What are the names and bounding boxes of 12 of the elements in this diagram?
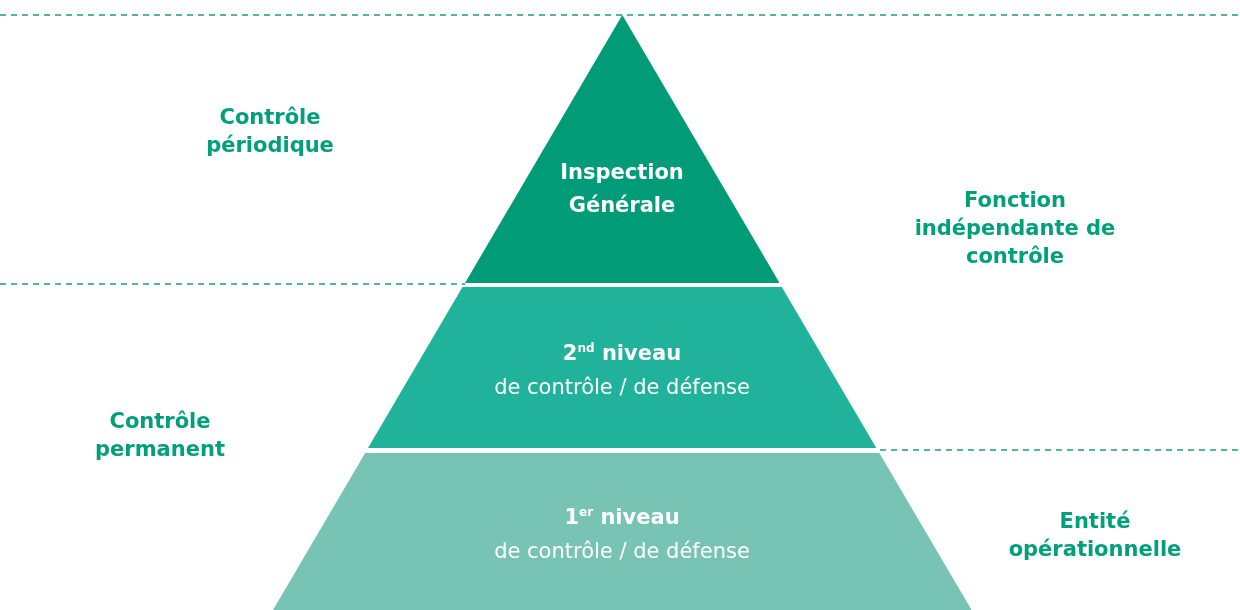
pyramid-tier bbox=[272, 453, 972, 610]
pyramid-top-triangle bbox=[464, 15, 780, 283]
tier-title: Inspection Générale bbox=[559, 159, 685, 219]
tier-description: de contrôle / de défense bbox=[494, 537, 750, 565]
tier-title: 1$^{er}$ niveau bbox=[564, 503, 680, 531]
level-label: Entité opérationnelle bbox=[1007, 508, 1183, 563]
tier-title: 2$^{nd}$ niveau bbox=[562, 339, 682, 367]
tier-description: de contrôle / de défense bbox=[494, 373, 750, 401]
level-label: Fonction indépendante de contrôle bbox=[913, 187, 1117, 270]
level-label: Contrôle périodique bbox=[205, 104, 335, 159]
pyramid-tier bbox=[367, 287, 877, 448]
level-label: Contrôle permanent bbox=[94, 408, 226, 463]
